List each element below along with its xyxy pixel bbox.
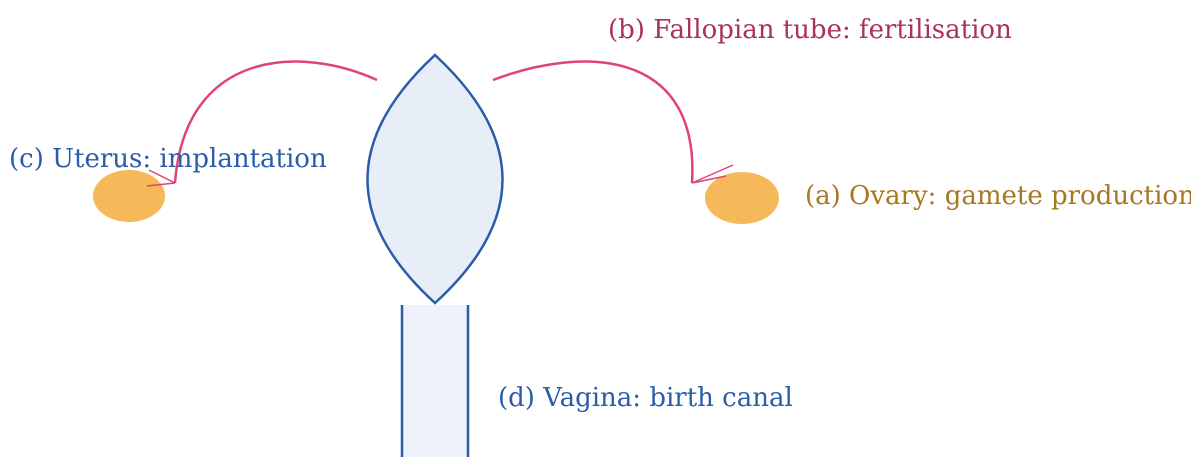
ovary-label: (a) Ovary: gamete production [805, 181, 1191, 211]
vagina-fill [402, 305, 468, 457]
right-ovary [705, 172, 779, 224]
right-fallopian-tube-arrow [493, 62, 692, 183]
vagina-label: (d) Vagina: birth canal [498, 383, 793, 413]
uterus-label: (c) Uterus: implantation [9, 144, 327, 174]
uterus-shape [368, 55, 503, 303]
fallopian-tube-label: (b) Fallopian tube: fertilisation [608, 15, 1012, 45]
left-ovary [93, 170, 165, 222]
